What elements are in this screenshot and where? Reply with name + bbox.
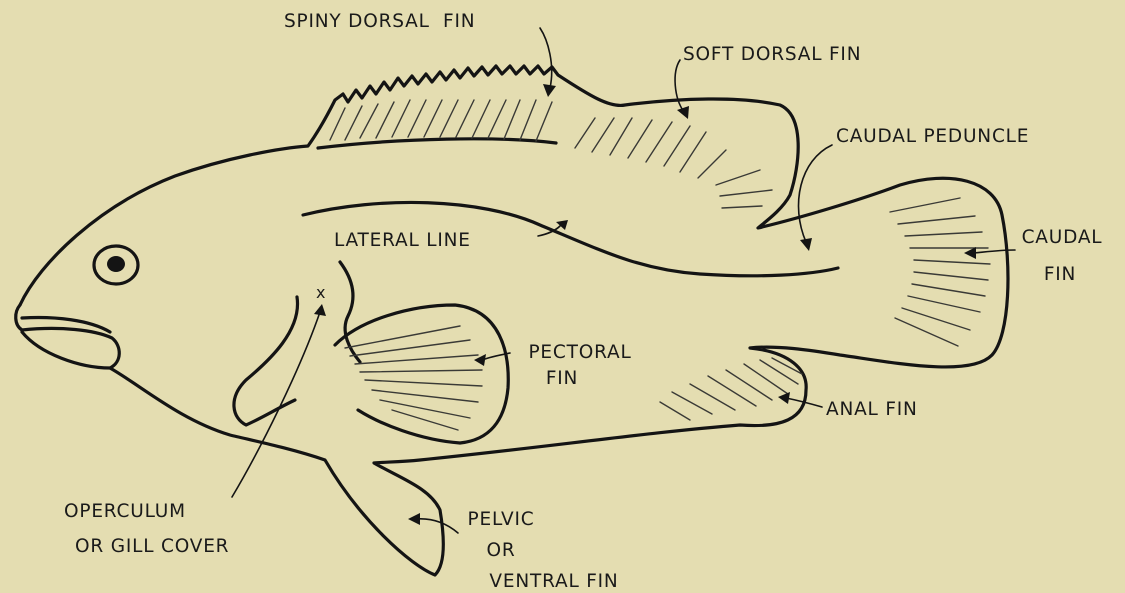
arrow-caudal-peduncle [798, 145, 832, 242]
operculum-mark: x [316, 283, 326, 302]
label-lateral-line: LATERAL LINE [334, 230, 471, 251]
labels: SPINY DORSAL FIN SOFT DORSAL FIN CAUDAL … [64, 11, 1102, 592]
label-operculum-2: OR GILL COVER [75, 536, 229, 557]
label-pectoral-fin-1: PECTORAL [528, 342, 631, 363]
eye-pupil [107, 256, 125, 272]
label-pectoral-fin-2: FIN [546, 368, 578, 389]
label-caudal-fin-1: CAUDAL [1022, 227, 1103, 248]
arrow-soft-dorsal [675, 60, 684, 112]
mouth-outline [16, 305, 120, 368]
label-caudal-peduncle: CAUDAL PEDUNCLE [836, 126, 1029, 147]
pectoral-fin-outline [335, 305, 508, 443]
label-pelvic-2: OR [486, 540, 515, 561]
label-pelvic-1: PELVIC [468, 509, 535, 530]
anal-fin-rays [660, 358, 802, 420]
label-anal-fin: ANAL FIN [826, 399, 918, 420]
arrow-caudal-fin [974, 250, 1015, 253]
spiny-dorsal-rays [330, 100, 552, 141]
arrow-pelvic-fin [416, 519, 458, 533]
operculum-line-inner [234, 297, 298, 425]
soft-dorsal-rays [575, 118, 772, 208]
arrow-spiny-dorsal [540, 28, 552, 88]
label-pelvic-3: VENTRAL FIN [489, 571, 618, 592]
label-spiny-dorsal-fin: SPINY DORSAL FIN [284, 11, 475, 32]
arrow-operculum [232, 312, 320, 497]
label-operculum-1: OPERCULUM [64, 501, 186, 522]
label-soft-dorsal-fin: SOFT DORSAL FIN [683, 44, 861, 65]
label-caudal-fin-2: FIN [1044, 264, 1076, 285]
caudal-fin-rays [890, 198, 990, 346]
